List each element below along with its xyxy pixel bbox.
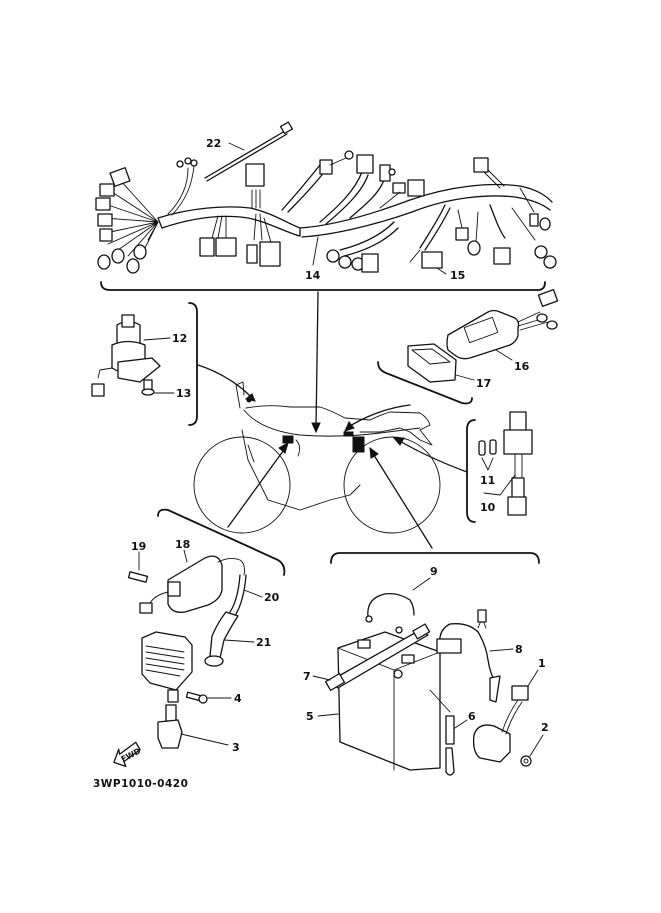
screw-part[interactable] [185,691,208,704]
cable-tie-part[interactable] [204,121,293,182]
arrow-fuse [397,439,468,473]
arrow-harness [315,291,319,429]
wire-harness-part[interactable] [95,150,557,274]
callout-2[interactable]: 2 [541,721,549,734]
callout-12[interactable]: 12 [172,332,187,345]
coupler-part[interactable] [157,704,183,749]
control-unit-part[interactable] [446,288,559,360]
callout-6[interactable]: 6 [468,710,476,723]
rectifier-regulator-part[interactable] [141,631,193,703]
plug-cord-part[interactable] [229,574,247,615]
breather-pipe-part[interactable] [429,689,455,776]
leader-line-17 [455,374,475,381]
callout-3[interactable]: 3 [232,741,240,754]
bolt-part[interactable] [127,571,149,583]
fuse-part[interactable] [478,439,497,456]
leader-line-10 [483,474,516,496]
leader-line-12 [143,337,171,341]
leader-line-16 [495,349,513,361]
plug-cap-part[interactable] [204,611,239,667]
ignition-coil-part[interactable] [139,555,245,614]
callout-18[interactable]: 18 [175,538,190,551]
leader-line-14 [312,236,319,266]
battery-cable-part[interactable] [365,592,415,634]
starter-relay-part[interactable] [472,685,529,763]
callout-13[interactable]: 13 [176,387,191,400]
arrow-battery [371,451,433,549]
leader-line-20 [243,589,263,598]
group-bracket-harness [100,281,546,291]
callout-19[interactable]: 19 [131,540,146,553]
leader-line-8 [489,648,514,652]
location-arrows [197,291,468,549]
battery-band-part[interactable] [324,623,431,691]
callout-7[interactable]: 7 [303,670,311,683]
leader-line-15 [436,267,447,275]
main-switch-part[interactable] [91,314,161,397]
group-bracket-fuse [466,419,476,523]
motorcycle-silhouette [193,381,441,534]
callout-8[interactable]: 8 [515,643,523,656]
callout-10[interactable]: 10 [480,501,496,514]
callout-22[interactable]: 22 [206,137,221,150]
leader-line-5 [317,713,339,717]
leader-line-2 [529,734,544,757]
callout-9[interactable]: 9 [430,565,438,578]
callout-20[interactable]: 20 [264,591,280,604]
screw-part[interactable] [141,379,155,396]
wire-harness-group: 22 [95,121,557,291]
callout-16[interactable]: 16 [514,360,530,373]
group-bracket-main-switch [188,302,198,426]
group-bracket-ignition [157,508,286,576]
leader-line-22 [228,142,245,151]
lead-wire-part[interactable] [436,609,501,703]
leader-line-9 [412,577,431,591]
callout-4[interactable]: 4 [234,692,242,705]
battery-relay-group: 9 5 7 6 [303,552,549,776]
leader-line-6 [454,719,468,729]
fwd-arrow: FWD [113,741,143,768]
cover-part[interactable] [407,343,457,383]
control-unit-group: 16 17 [377,288,559,405]
drawing-code: 3WP1010-0420 [93,778,188,790]
fuse-group: 11 10 [466,411,533,523]
arrow-ignition [227,446,287,528]
callout-1[interactable]: 1 [538,657,546,670]
main-switch-group: 12 13 [91,302,198,426]
arrow-main-switch [197,364,253,399]
fuse-holder-part[interactable] [503,411,533,516]
callout-17[interactable]: 17 [476,377,491,390]
leader-line-3 [180,733,229,746]
leader-line-21 [223,639,255,643]
callout-15[interactable]: 15 [450,269,465,282]
leader-line-1 [527,669,539,687]
leader-line-7 [312,675,331,681]
group-bracket-battery [330,552,540,564]
ignition-rectifier-group: 18 19 20 21 4 3 [113,508,286,768]
callout-14[interactable]: 14 [305,269,321,282]
leader-line-11 [481,457,494,471]
callout-21[interactable]: 21 [256,636,271,649]
callout-5[interactable]: 5 [306,710,314,723]
callout-11[interactable]: 11 [480,474,495,487]
leader-line-18 [183,549,188,563]
group-bracket-control-unit [377,361,473,405]
nut-part[interactable] [520,755,532,767]
